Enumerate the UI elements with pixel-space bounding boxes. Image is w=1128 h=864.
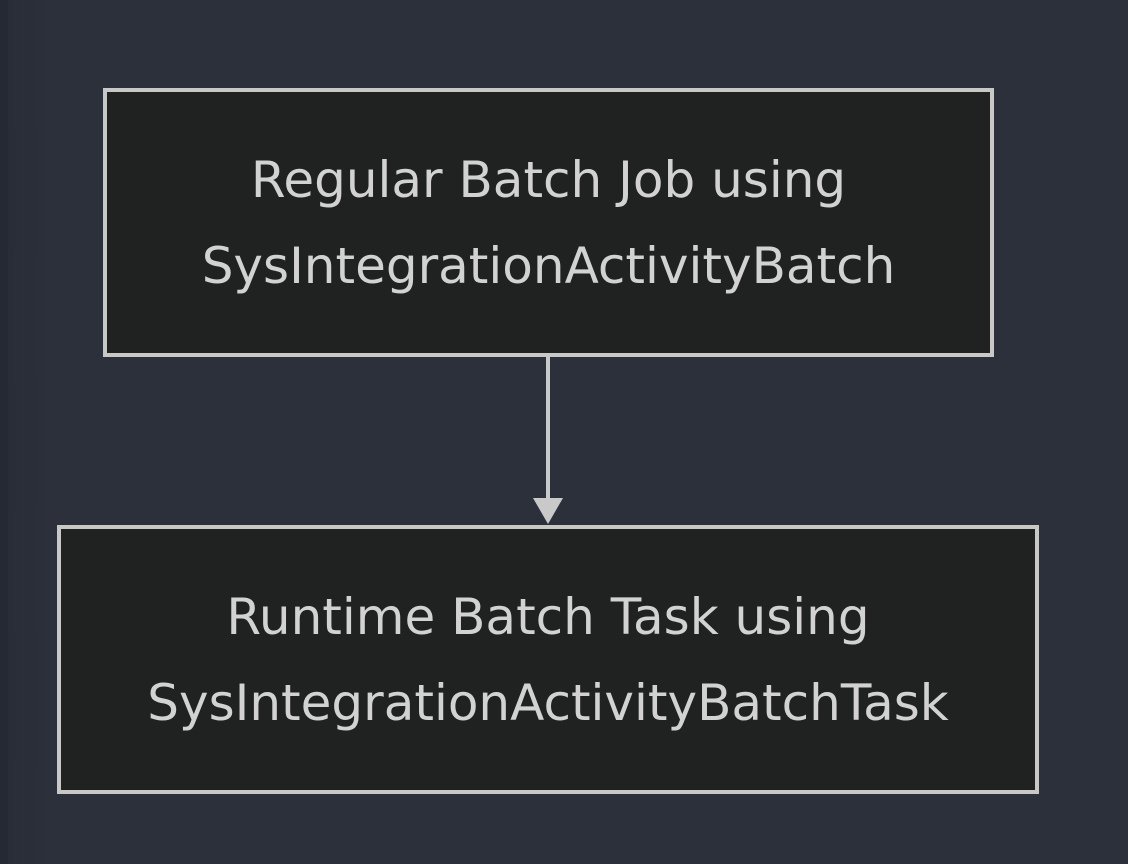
window-edge-shadow: [0, 0, 46, 864]
node-label-line1: Regular Batch Job using: [250, 150, 847, 209]
node-label-line1: Runtime Batch Task using: [226, 587, 870, 646]
arrow-line: [546, 357, 550, 500]
arrow-head-icon: [533, 498, 563, 524]
node-label-line2: SysIntegrationActivityBatch: [201, 236, 896, 295]
node-regular-batch-job: Regular Batch Job using SysIntegrationAc…: [103, 88, 994, 357]
node-runtime-batch-task: Runtime Batch Task using SysIntegrationA…: [57, 525, 1039, 794]
node-label-line2: SysIntegrationActivityBatchTask: [147, 673, 949, 732]
